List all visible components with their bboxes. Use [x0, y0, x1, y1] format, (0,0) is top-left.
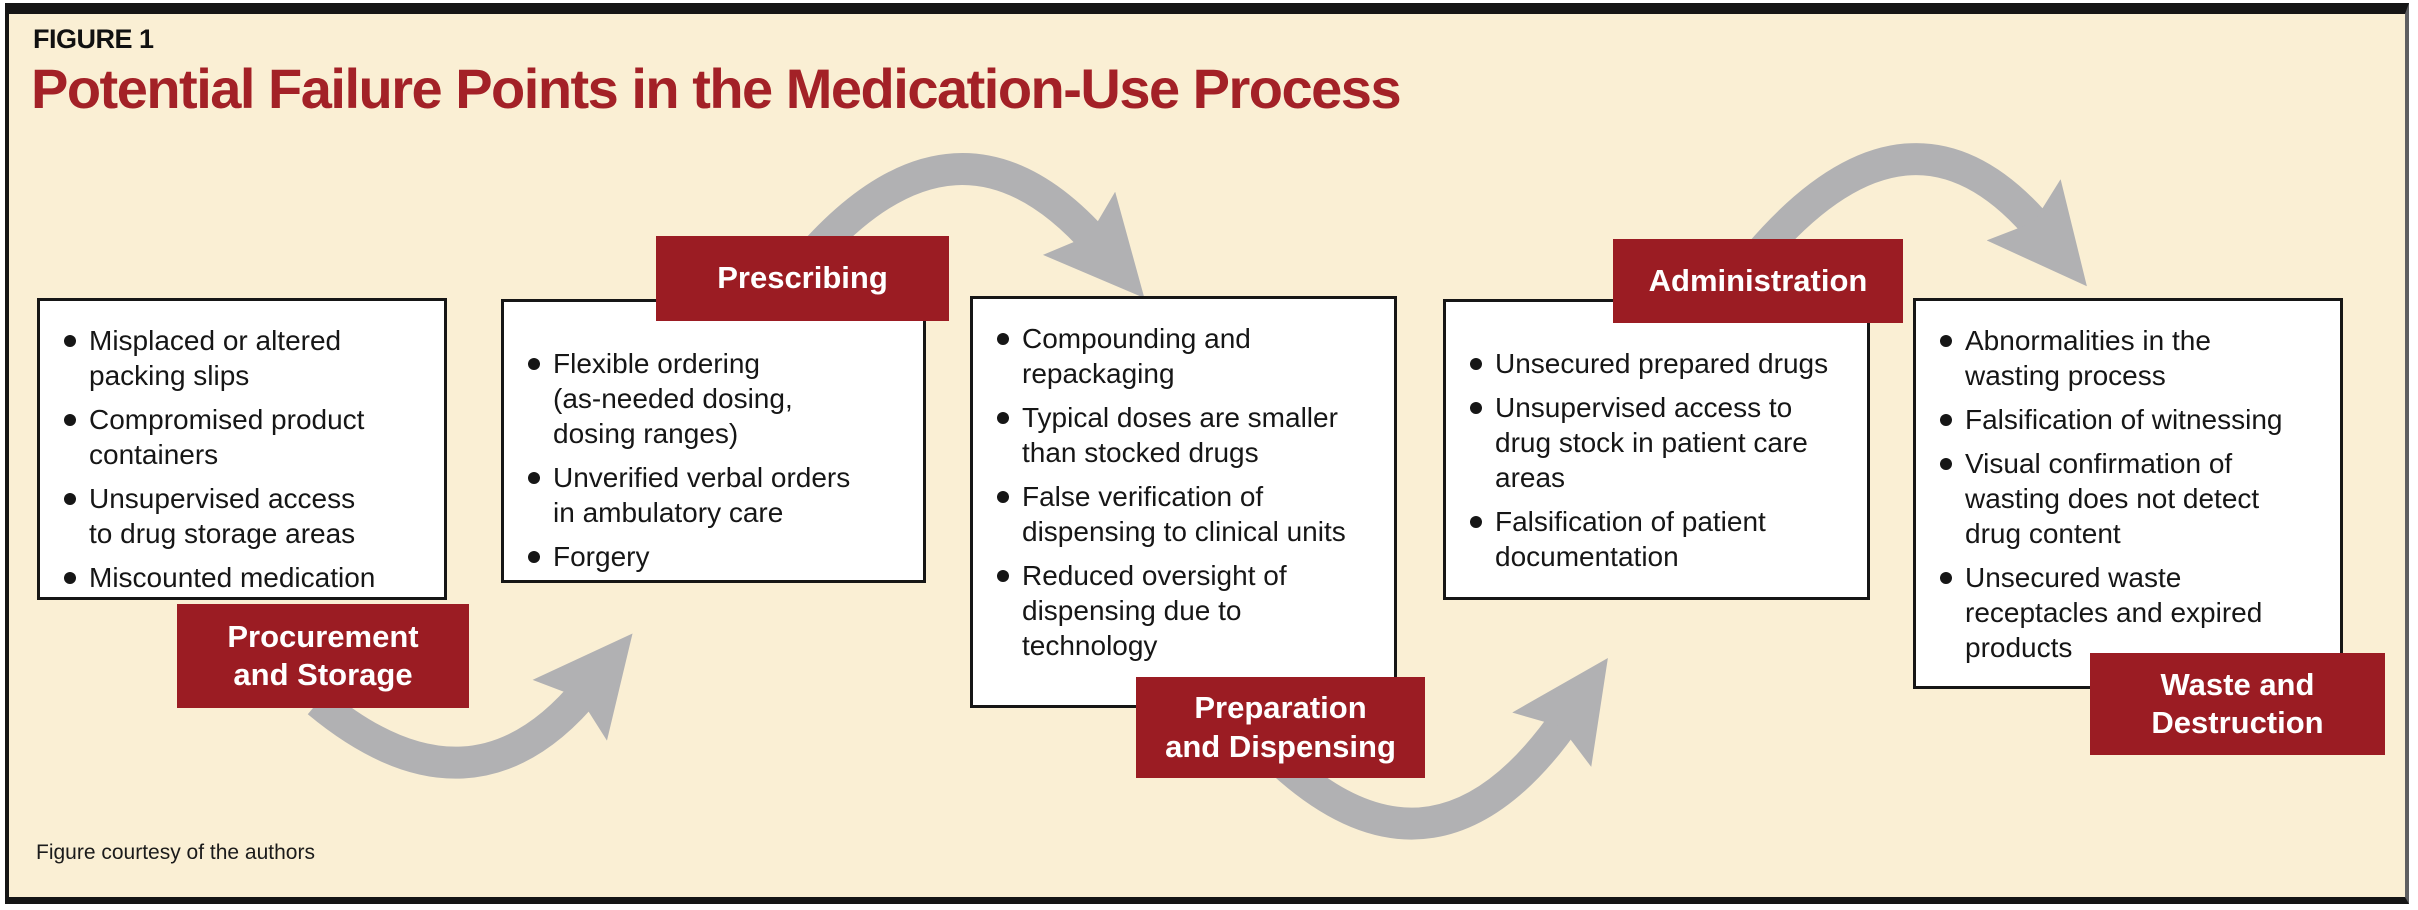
- bullet-item: Unsupervised access to drug storage area…: [63, 481, 436, 551]
- bullet-item: Visual confirmation of wasting does not …: [1939, 446, 2332, 551]
- flow-arrow-prescribing-to-preparation-icon: [793, 153, 1145, 298]
- bullet-item: Compounding and repackaging: [996, 321, 1386, 391]
- bullet-item: Unsecured prepared drugs: [1469, 346, 1859, 381]
- stage-label-line: and Dispensing: [1165, 728, 1396, 764]
- stage-label-administration: Administration: [1613, 239, 1903, 323]
- bullet-item: Flexible ordering (as-needed dosing, dos…: [527, 346, 915, 451]
- stage-label-line: Administration: [1648, 262, 1868, 298]
- stage-label-prescribing: Prescribing: [656, 236, 949, 321]
- bullet-item: Forgery: [527, 539, 915, 574]
- bullet-item: Misplaced or altered packing slips: [63, 323, 436, 393]
- bullet-list-prescribing: Flexible ordering (as-needed dosing, dos…: [527, 346, 915, 574]
- stage-label-line: and Storage: [233, 657, 413, 692]
- bullet-item: Falsification of patient documentation: [1469, 504, 1859, 574]
- flow-arrow-administration-to-waste-icon: [1745, 143, 2087, 287]
- bullet-item: Unverified verbal orders in ambulatory c…: [527, 460, 915, 530]
- bullet-item: Typical doses are smaller than stocked d…: [996, 400, 1386, 470]
- figure-kicker: FIGURE 1: [33, 24, 154, 54]
- stage-label-line: Waste and: [2160, 666, 2315, 702]
- stage-label-line: Destruction: [2151, 705, 2324, 740]
- bullet-item: Unsupervised access to drug stock in pat…: [1469, 390, 1859, 495]
- figure-footnote: Figure courtesy of the authors: [36, 841, 315, 864]
- stage-box-prescribing: Flexible ordering (as-needed dosing, dos…: [501, 299, 926, 583]
- bullet-item: Reduced oversight of dispensing due to t…: [996, 558, 1386, 663]
- bullet-item: Compromised product containers: [63, 402, 436, 472]
- stage-label-line: Procurement: [227, 618, 419, 654]
- bullet-item: Miscounted medication: [63, 560, 436, 595]
- stage-label-line: Prescribing: [717, 260, 888, 296]
- bullet-item: Unsecured waste receptacles and expired …: [1939, 560, 2332, 665]
- flow-arrow-preparation-to-administration-icon: [1271, 658, 1608, 840]
- flow-arrow-procurement-to-prescribing-icon: [307, 633, 633, 779]
- bullet-item: False verification of dispensing to clin…: [996, 479, 1386, 549]
- figure-title: Potential Failure Points in the Medicati…: [31, 57, 1402, 120]
- stage-label-line: Preparation: [1194, 690, 1367, 726]
- bullet-item: Falsification of witnessing: [1939, 402, 2332, 437]
- bullet-item: Abnormalities in the wasting process: [1939, 323, 2332, 393]
